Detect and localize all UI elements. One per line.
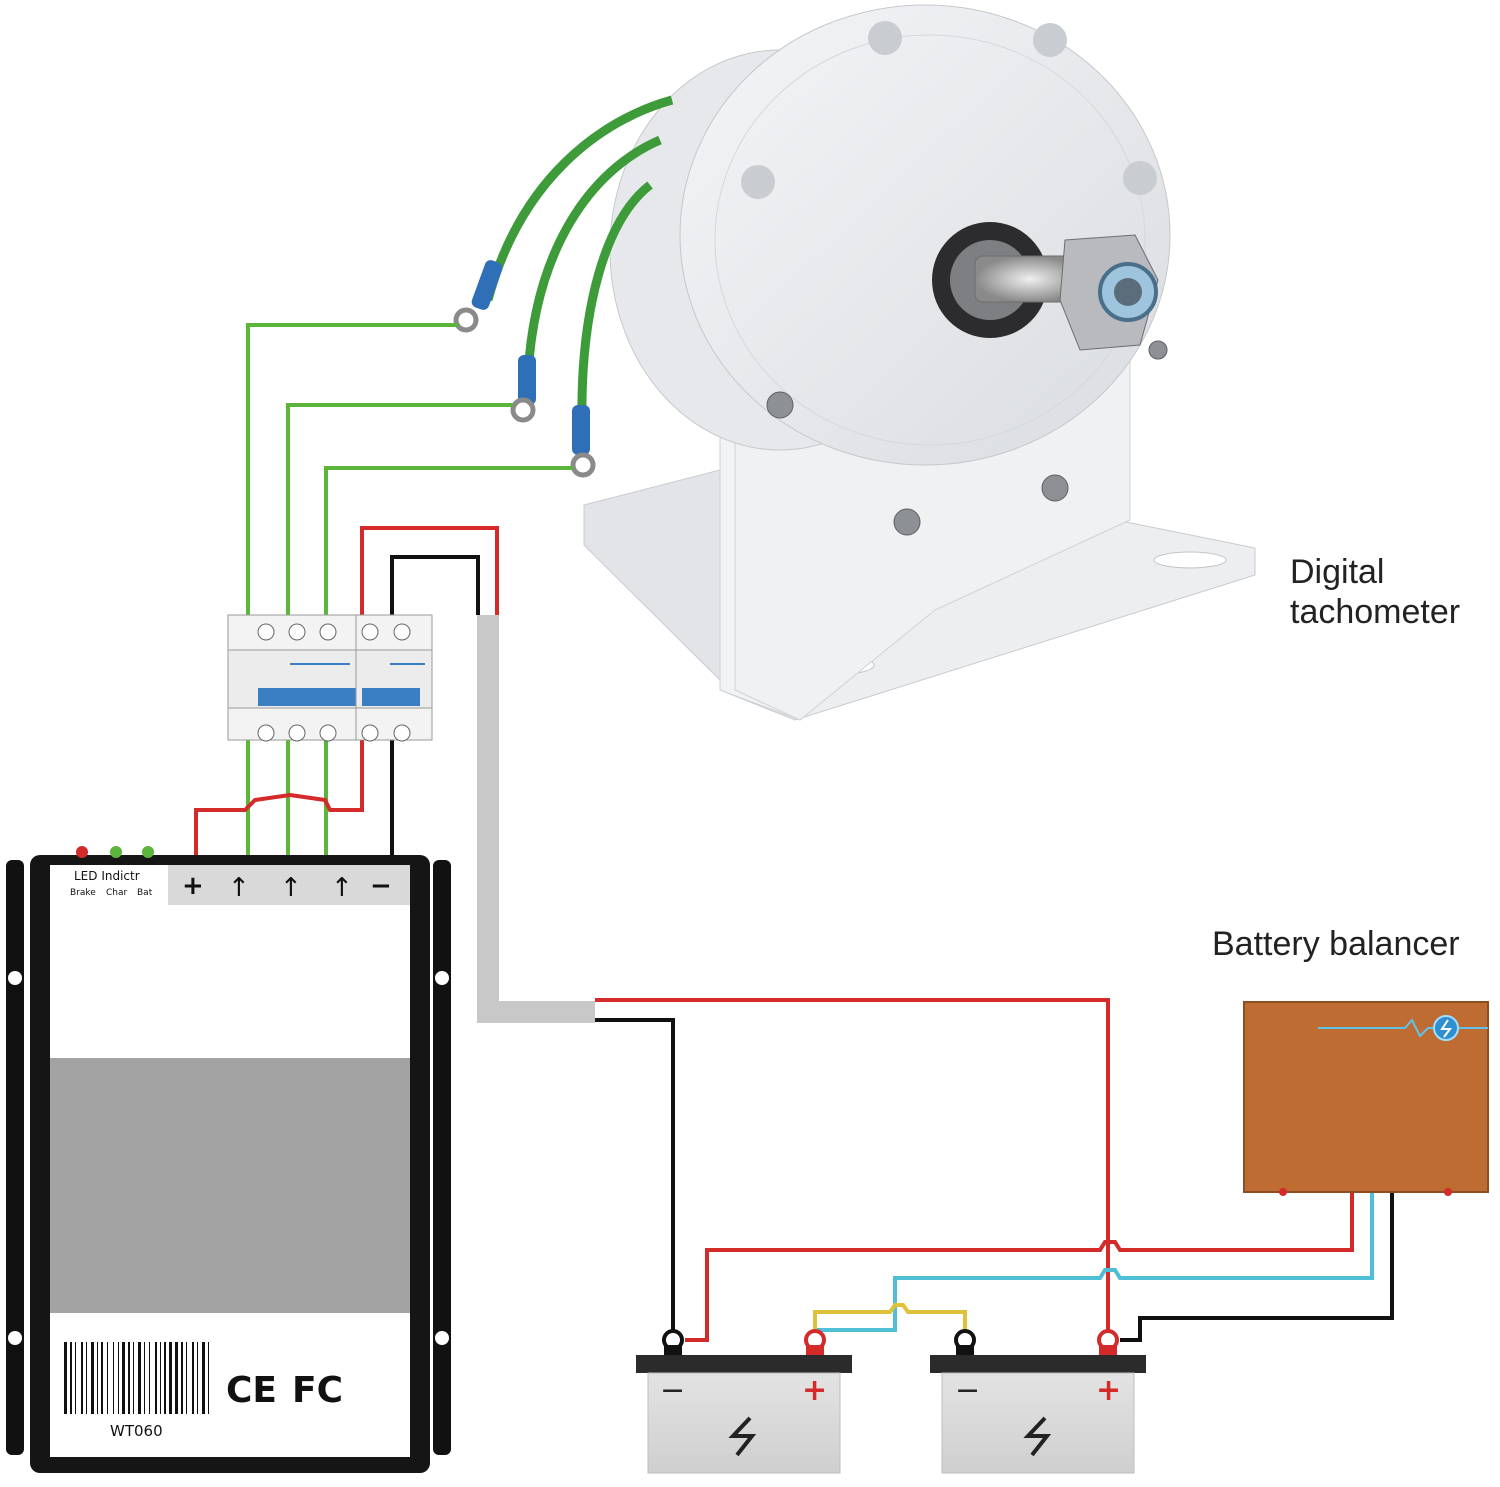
barcode-bar [169, 1342, 172, 1414]
barcode-bar [149, 1342, 150, 1414]
tachometer-label-line2: tachometer [1290, 593, 1461, 631]
terminal-phase-1: ↑ [228, 873, 250, 903]
mount-hole [8, 971, 22, 985]
plate-bolt [893, 508, 921, 536]
barcode-bar [91, 1342, 94, 1414]
barcode [64, 1342, 209, 1414]
digital-tachometer-label: Digital tachometer [1290, 552, 1490, 632]
battery-link-wire [813, 1303, 967, 1340]
battery-pos-mark: + [802, 1373, 827, 1408]
barcode-bar [155, 1342, 157, 1414]
bolt-hole [741, 165, 775, 199]
bolt-hole [868, 21, 902, 55]
barcode-bar [197, 1342, 198, 1414]
circuit-breaker-2p [355, 614, 433, 742]
led-char [110, 846, 122, 858]
battery-positive-wire [595, 998, 1110, 1340]
battery-balancer-label: Battery balancer [1212, 925, 1460, 963]
slot-hole [1153, 551, 1227, 569]
barcode-bar [164, 1342, 166, 1414]
led-char-label: Char [106, 888, 128, 898]
terminal-phase-2: ↑ [280, 873, 302, 903]
plate-bolt [1148, 340, 1168, 360]
positive-wire [194, 526, 499, 860]
barcode-bar [133, 1342, 134, 1414]
breaker-handle [362, 688, 420, 706]
barcode-bar [97, 1342, 98, 1414]
lightning-icon [728, 1416, 757, 1457]
barcode-bar [64, 1342, 67, 1414]
barcode-bar [107, 1342, 108, 1414]
barcode-bar [160, 1342, 161, 1414]
barcode-bar [186, 1342, 187, 1414]
battery-pos-mark: + [1096, 1373, 1121, 1408]
led-bat [142, 846, 154, 858]
charge-controller: LED Indictr Brake Char Bat + ↑ ↑ ↑ − CE … [6, 846, 451, 1473]
barcode-bar [81, 1342, 83, 1414]
fc-mark: FC [292, 1370, 343, 1411]
barcode-bar [192, 1342, 194, 1414]
balancer-negative-wire [1120, 1190, 1394, 1342]
battery-balancer [1243, 1001, 1489, 1196]
barcode-bar [113, 1342, 114, 1414]
bolt-hole [1123, 161, 1157, 195]
barcode-bar [122, 1342, 125, 1414]
barcode-bar [208, 1342, 209, 1414]
plate-bolt [1041, 474, 1069, 502]
generator-lead [577, 181, 653, 426]
ring-terminal [453, 307, 479, 333]
led-brake-label: Brake [70, 888, 96, 898]
sheathed-cable [477, 615, 595, 1023]
barcode-bar [202, 1342, 205, 1414]
terminal-phase-3: ↑ [331, 873, 353, 903]
barcode-bar [75, 1342, 76, 1414]
terminal-plus: + [182, 871, 204, 901]
balancer-positive-wire [685, 1190, 1354, 1342]
tachometer-label-line1: Digital [1290, 553, 1385, 591]
circuit-breaker-3p [227, 614, 357, 742]
battery-neg-mark: − [660, 1373, 685, 1408]
generator-lead [483, 95, 674, 302]
lightning-icon [1023, 1416, 1052, 1457]
battery-negative-wire [595, 1018, 675, 1340]
ce-mark: CE [226, 1370, 277, 1411]
terminal-minus: − [370, 871, 392, 901]
breaker-handle [258, 688, 356, 706]
ring-terminal [510, 397, 536, 423]
model-number: WT060 [110, 1422, 163, 1440]
led-bat-label: Bat [137, 888, 153, 898]
label-panel [50, 1058, 410, 1313]
terminal-block [168, 865, 410, 905]
led-title: LED Indictr [74, 869, 140, 883]
barcode-bar [101, 1342, 103, 1414]
ring-terminal [570, 452, 596, 478]
balancer-mid-wire [813, 1190, 1374, 1340]
barcode-bar [70, 1342, 72, 1414]
barcode-bar [128, 1342, 130, 1414]
battery-2: − + [930, 1329, 1146, 1474]
barcode-bar [144, 1342, 145, 1414]
plate-bolt [766, 391, 794, 419]
battery-1: − + [636, 1329, 852, 1474]
mount-hole [435, 1331, 449, 1345]
barcode-bar [181, 1342, 183, 1414]
led-brake [76, 846, 88, 858]
barcode-bar [86, 1342, 87, 1414]
generator [453, 4, 1256, 721]
mount-hole [435, 971, 449, 985]
barcode-bar [118, 1342, 119, 1414]
generator-lead [523, 135, 662, 376]
barcode-bar [175, 1342, 178, 1414]
mount-hole [8, 1331, 22, 1345]
battery-neg-mark: − [955, 1373, 980, 1408]
bolt-hole [1033, 23, 1067, 57]
barcode-bar [138, 1342, 141, 1414]
